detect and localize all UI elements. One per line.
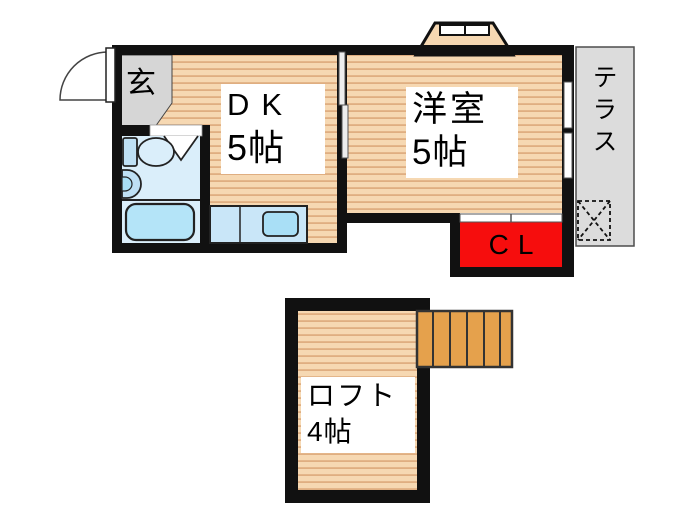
- dk-room-name: DK: [227, 87, 295, 122]
- wall-western-bottom: [337, 213, 460, 223]
- bay-window-pane: [439, 24, 466, 36]
- window-western-room: [563, 132, 573, 179]
- closet-label: CL: [488, 228, 543, 260]
- wash-basin-bowl: [121, 176, 133, 192]
- entrance-door: [105, 47, 116, 103]
- dk-room-label: DK 5帖: [221, 84, 325, 174]
- toilet-bowl: [137, 137, 175, 167]
- loft-label: ロフト 4帖: [301, 377, 415, 453]
- toilet-tank: [122, 137, 138, 167]
- dk-room-size: 5帖: [227, 127, 286, 168]
- loft-size: 4帖: [307, 416, 353, 447]
- terrace-area: [575, 46, 635, 247]
- wall-bathroom-right: [200, 125, 210, 243]
- wall-bathroom-top: [112, 125, 150, 136]
- stairs: [415, 309, 514, 369]
- entrance-label: 玄: [126, 67, 156, 100]
- window-western-room: [563, 81, 573, 129]
- entrance-door-swing: [59, 51, 109, 101]
- washing-machine-space: [577, 200, 611, 241]
- terrace-label: テラス: [589, 64, 617, 160]
- western-room-size: 5帖: [412, 133, 469, 172]
- loft-name: ロフト: [307, 380, 398, 411]
- sliding-door-panel: [338, 51, 346, 106]
- wall-left: [112, 45, 122, 253]
- entrance-step: [149, 124, 203, 137]
- kitchen-sink: [262, 211, 299, 237]
- western-room-name: 洋室: [412, 90, 489, 129]
- bathtub: [124, 202, 196, 242]
- stair-treads: [432, 311, 501, 367]
- closet-area: [460, 222, 562, 267]
- western-room-label: 洋室 5帖: [406, 87, 518, 178]
- bay-window-pane: [464, 24, 490, 36]
- sliding-door-panel: [341, 104, 349, 159]
- wall-bottom-left: [112, 243, 347, 253]
- closet-walls: [450, 213, 574, 277]
